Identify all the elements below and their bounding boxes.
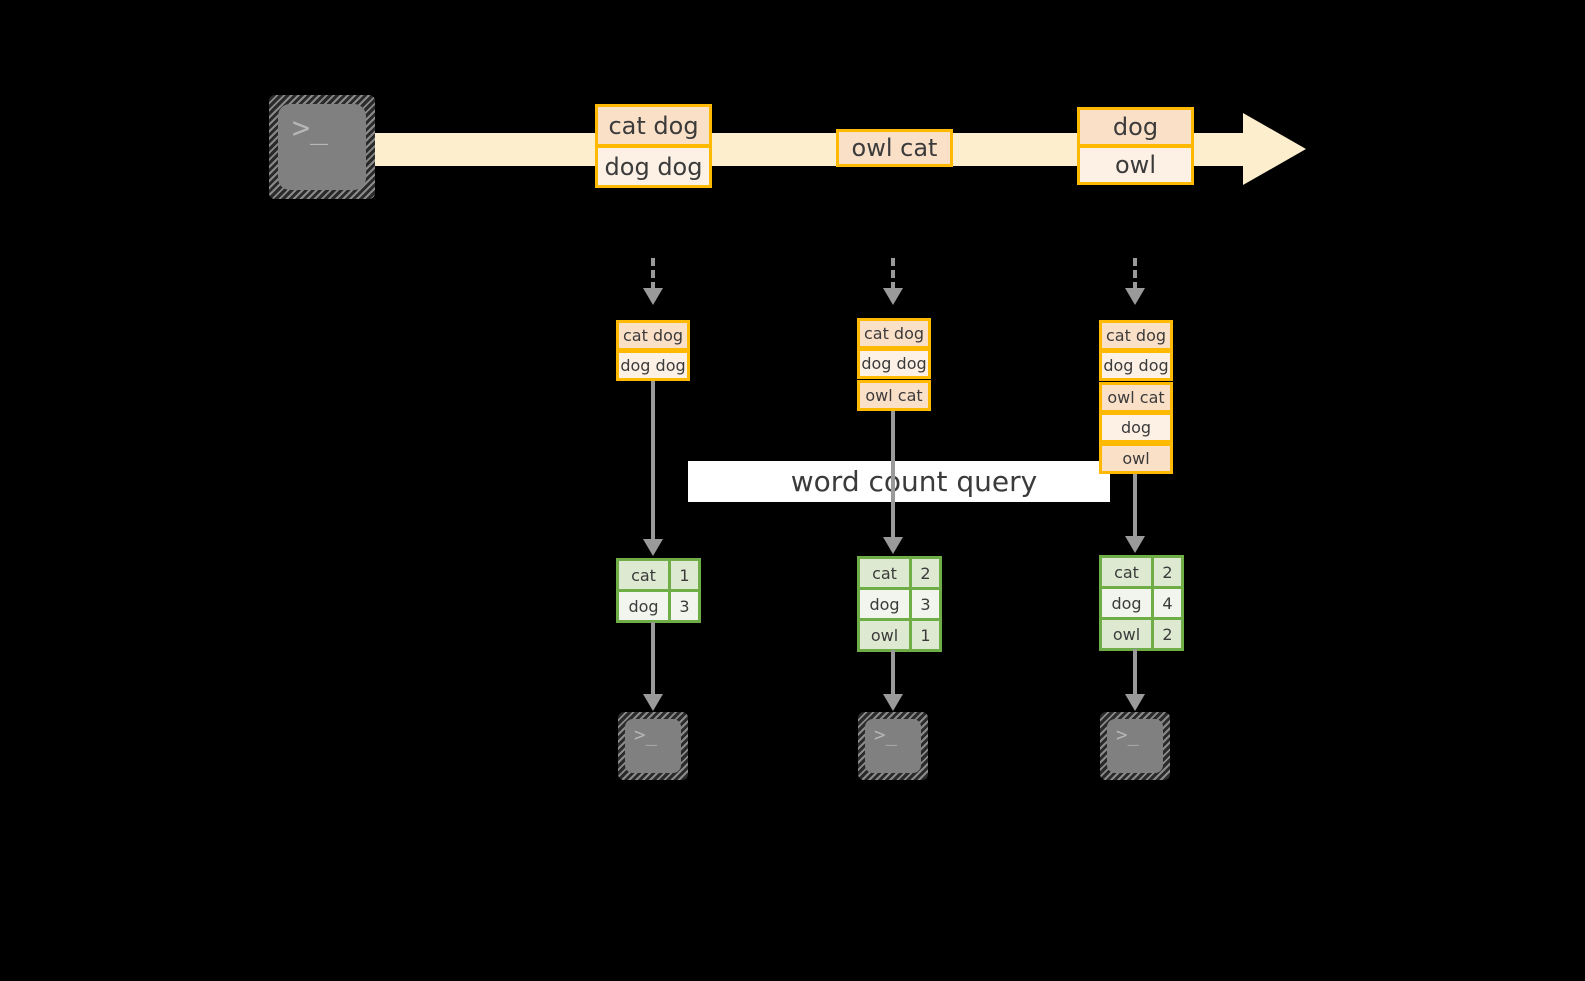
result-table: cat 2 dog 4 owl 2: [1099, 555, 1184, 651]
right-arrow-icon: [1243, 113, 1306, 185]
result-count-cell: 1: [912, 621, 939, 649]
query-connector: [1133, 474, 1137, 548]
table-row: owl 2: [1102, 620, 1181, 648]
terminal-body: [1107, 719, 1163, 773]
result-word-cell: owl: [1102, 620, 1151, 648]
arrowhead-icon: [643, 694, 663, 711]
snapshot-input-row: cat dog: [857, 318, 931, 349]
terminal-body: [278, 104, 366, 190]
result-count-cell: 1: [671, 561, 698, 589]
result-word-cell: dog: [619, 592, 668, 620]
timeline-event-box: owl: [1077, 145, 1194, 185]
result-count-cell: 2: [1154, 558, 1181, 586]
terminal-prompt-icon-sink: >_: [858, 712, 928, 780]
timeline-event-box: dog dog: [595, 145, 712, 188]
table-row: dog 3: [619, 592, 698, 620]
table-row: cat 2: [1102, 558, 1181, 586]
arrowhead-icon: [883, 537, 903, 554]
snapshot-input-row: owl: [1099, 443, 1173, 474]
arrowhead-icon: [643, 288, 663, 305]
sink-connector: [891, 650, 895, 698]
result-count-cell: 2: [1154, 620, 1181, 648]
table-row: cat 1: [619, 561, 698, 589]
terminal-prompt-icon-sink: >_: [1100, 712, 1170, 780]
query-label: word count query: [790, 465, 1038, 498]
arrowhead-icon: [1125, 288, 1145, 305]
result-word-cell: dog: [860, 590, 909, 618]
terminal-body: [865, 719, 921, 773]
terminal-prompt-glyph: >_: [634, 724, 657, 746]
snapshot-input-row: cat dog: [616, 320, 690, 351]
timeline-event-box: dog: [1077, 107, 1194, 147]
stream-tap-connector: [891, 258, 895, 290]
query-label-band: word count query: [688, 461, 1110, 502]
snapshot-input-row: dog dog: [616, 350, 690, 381]
result-count-cell: 4: [1154, 589, 1181, 617]
terminal-prompt-icon-source: >_: [269, 95, 375, 199]
table-row: cat 2: [860, 559, 939, 587]
table-row: dog 4: [1102, 589, 1181, 617]
result-count-cell: 3: [671, 592, 698, 620]
terminal-body: [625, 719, 681, 773]
stream-tap-connector: [1133, 258, 1137, 290]
arrowhead-icon: [643, 539, 663, 556]
result-count-cell: 3: [912, 590, 939, 618]
stream-tap-connector: [651, 258, 655, 290]
result-word-cell: dog: [1102, 589, 1151, 617]
arrowhead-icon: [1125, 694, 1145, 711]
terminal-prompt-glyph: >_: [874, 724, 897, 746]
result-word-cell: cat: [860, 559, 909, 587]
result-word-cell: cat: [619, 561, 668, 589]
result-table: cat 1 dog 3: [616, 558, 701, 623]
query-connector: [891, 411, 895, 548]
snapshot-input-row: dog dog: [1099, 350, 1173, 381]
terminal-prompt-icon-sink: >_: [618, 712, 688, 780]
arrowhead-icon: [883, 694, 903, 711]
snapshot-input-row: owl cat: [1099, 382, 1173, 413]
terminal-prompt-glyph: >_: [292, 111, 329, 146]
table-row: dog 3: [860, 590, 939, 618]
timeline-event-box: owl cat: [836, 129, 953, 167]
arrowhead-icon: [1125, 536, 1145, 553]
snapshot-input-row: dog dog: [857, 348, 931, 379]
sink-connector: [651, 622, 655, 698]
arrowhead-icon: [883, 288, 903, 305]
snapshot-input-row: dog: [1099, 412, 1173, 443]
result-word-cell: cat: [1102, 558, 1151, 586]
result-count-cell: 2: [912, 559, 939, 587]
result-word-cell: owl: [860, 621, 909, 649]
result-table: cat 2 dog 3 owl 1: [857, 556, 942, 652]
snapshot-input-row: cat dog: [1099, 320, 1173, 351]
table-row: owl 1: [860, 621, 939, 649]
query-connector: [651, 381, 655, 549]
snapshot-input-row: owl cat: [857, 380, 931, 411]
sink-connector: [1133, 649, 1137, 698]
terminal-prompt-glyph: >_: [1116, 724, 1139, 746]
timeline-event-box: cat dog: [595, 104, 712, 147]
